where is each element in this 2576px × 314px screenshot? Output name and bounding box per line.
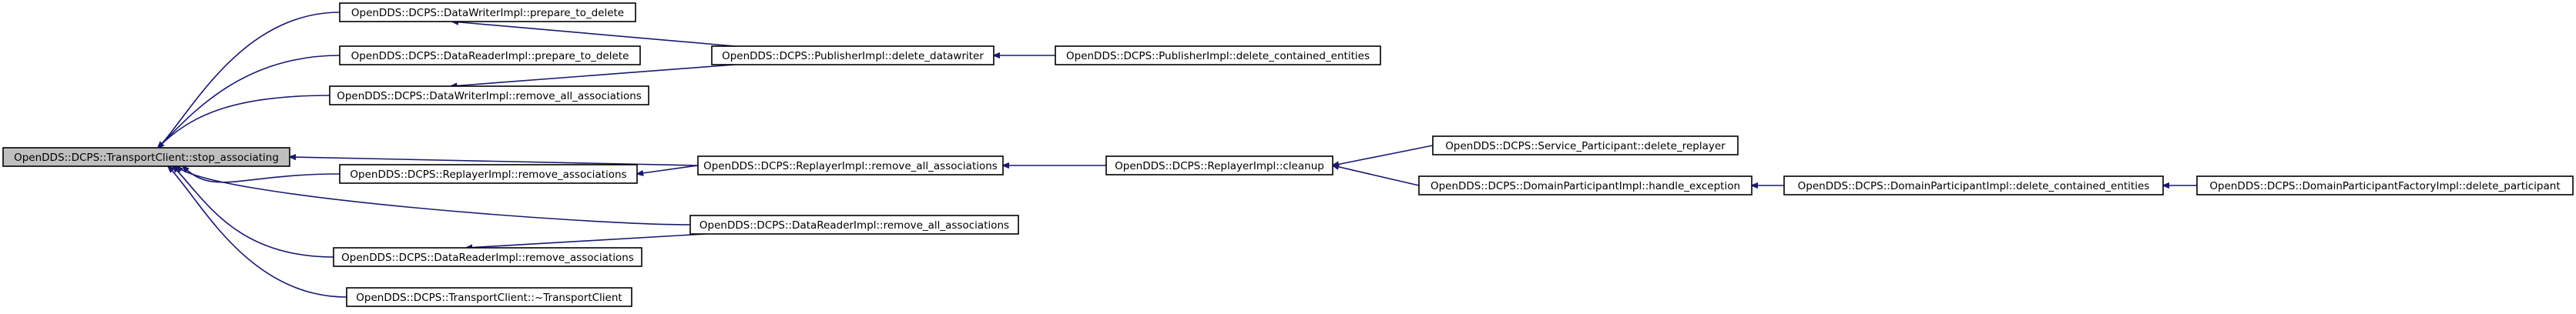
node-label: OpenDDS::DCPS::DataWriterImpl::prepare_t… bbox=[351, 7, 624, 19]
graph-node[interactable]: OpenDDS::DCPS::ReplayerImpl::remove_asso… bbox=[339, 164, 638, 184]
node-label: OpenDDS::DCPS::DomainParticipantFactoryI… bbox=[2209, 180, 2560, 192]
node-box bbox=[339, 45, 641, 65]
nodes-layer: OpenDDS::DCPS::TransportClient::stop_ass… bbox=[2, 2, 2574, 307]
node-label: OpenDDS::DCPS::TransportClient::~Transpo… bbox=[356, 292, 622, 304]
call-edge bbox=[158, 12, 340, 148]
node-label: OpenDDS::DCPS::Service_Participant::dele… bbox=[1445, 140, 1726, 152]
graph-node[interactable]: OpenDDS::DCPS::DataWriterImpl::prepare_t… bbox=[339, 2, 636, 22]
node-box bbox=[697, 155, 1004, 175]
node-box bbox=[1783, 175, 2164, 195]
call-edge bbox=[290, 157, 699, 166]
call-edge bbox=[1333, 145, 1434, 165]
node-label: OpenDDS::DCPS::DataReaderImpl::remove_as… bbox=[341, 252, 634, 264]
node-box bbox=[333, 247, 642, 267]
call-edge bbox=[173, 166, 334, 258]
node-box bbox=[329, 85, 649, 105]
node-label: OpenDDS::DCPS::PublisherImpl::delete_con… bbox=[1066, 50, 1370, 62]
node-label: OpenDDS::DCPS::DomainParticipantImpl::ha… bbox=[1431, 180, 1740, 192]
call-edge bbox=[158, 95, 330, 148]
call-edge bbox=[451, 64, 736, 86]
node-label: OpenDDS::DCPS::ReplayerImpl::remove_asso… bbox=[350, 169, 626, 181]
graph-node[interactable]: OpenDDS::DCPS::DomainParticipantFactoryI… bbox=[2196, 175, 2574, 195]
graph-node[interactable]: OpenDDS::DCPS::TransportClient::~Transpo… bbox=[346, 287, 632, 307]
node-label: OpenDDS::DCPS::DataWriterImpl::remove_al… bbox=[337, 90, 642, 102]
graph-node[interactable]: OpenDDS::DCPS::DomainParticipantImpl::ha… bbox=[1418, 175, 1753, 195]
call-edge bbox=[1333, 165, 1420, 186]
call-edge bbox=[452, 22, 736, 47]
call-edge bbox=[183, 166, 340, 183]
call-edge bbox=[176, 166, 691, 225]
edges-layer bbox=[158, 12, 2197, 298]
node-box bbox=[1432, 135, 1739, 155]
graph-node[interactable]: OpenDDS::DCPS::DataReaderImpl::remove_as… bbox=[333, 247, 642, 267]
node-label: OpenDDS::DCPS::DataReaderImpl::remove_al… bbox=[699, 219, 1009, 232]
node-label: OpenDDS::DCPS::DomainParticipantImpl::de… bbox=[1798, 180, 2150, 192]
graph-node[interactable]: OpenDDS::DCPS::DomainParticipantImpl::de… bbox=[1783, 175, 2164, 195]
graph-node[interactable]: OpenDDS::DCPS::PublisherImpl::delete_dat… bbox=[711, 45, 995, 65]
focus-node-box bbox=[2, 147, 290, 167]
graph-node[interactable]: OpenDDS::DCPS::DataReaderImpl::remove_al… bbox=[689, 215, 1019, 235]
node-label: OpenDDS::DCPS::ReplayerImpl::cleanup bbox=[1115, 160, 1324, 172]
call-edge bbox=[168, 166, 347, 298]
graph-node[interactable]: OpenDDS::DCPS::TransportClient::stop_ass… bbox=[2, 147, 290, 167]
node-box bbox=[1418, 175, 1753, 195]
node-box bbox=[2196, 175, 2574, 195]
graph-node[interactable]: OpenDDS::DCPS::DataReaderImpl::prepare_t… bbox=[339, 45, 641, 65]
graph-node[interactable]: OpenDDS::DCPS::Service_Participant::dele… bbox=[1432, 135, 1739, 155]
graph-node[interactable]: OpenDDS::DCPS::ReplayerImpl::cleanup bbox=[1105, 155, 1333, 175]
node-box bbox=[346, 287, 632, 307]
node-label: OpenDDS::DCPS::DataReaderImpl::prepare_t… bbox=[351, 50, 629, 62]
node-label: OpenDDS::DCPS::PublisherImpl::delete_dat… bbox=[722, 50, 984, 62]
node-box bbox=[711, 45, 995, 65]
node-box bbox=[1105, 155, 1333, 175]
node-box bbox=[689, 215, 1019, 235]
call-edge bbox=[158, 55, 340, 148]
graph-node[interactable]: OpenDDS::DCPS::DataWriterImpl::remove_al… bbox=[329, 85, 649, 105]
call-edge bbox=[637, 165, 699, 174]
graph-node[interactable]: OpenDDS::DCPS::ReplayerImpl::remove_all_… bbox=[697, 155, 1004, 175]
node-label: OpenDDS::DCPS::ReplayerImpl::remove_all_… bbox=[703, 160, 998, 172]
node-box bbox=[339, 164, 638, 184]
graph-node[interactable]: OpenDDS::DCPS::PublisherImpl::delete_con… bbox=[1055, 45, 1381, 65]
node-label: OpenDDS::DCPS::TransportClient::stop_ass… bbox=[14, 152, 279, 164]
node-box bbox=[339, 2, 636, 22]
node-box bbox=[1055, 45, 1381, 65]
call-edge bbox=[466, 233, 706, 248]
